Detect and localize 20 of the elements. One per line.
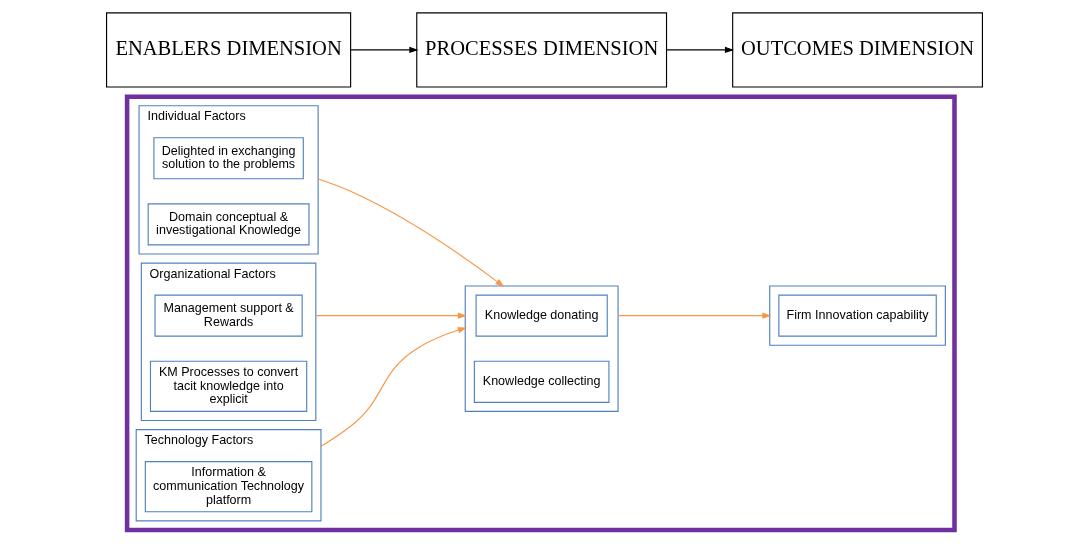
node-box: Firm Innovation capability bbox=[777, 294, 937, 337]
node-box: OUTCOMES DIMENSION bbox=[731, 12, 983, 88]
cluster bbox=[768, 285, 946, 346]
node-box: Knowledge donating bbox=[475, 294, 608, 337]
node-box: Knowledge collecting bbox=[473, 360, 609, 403]
node-box: ENABLERS DIMENSION bbox=[105, 12, 351, 88]
arrow bbox=[314, 312, 467, 319]
node-box: Domain conceptual & investigational Knowledge bbox=[147, 203, 310, 246]
node-box: KM Processes to convert tacit knowledge into explicit bbox=[149, 360, 307, 412]
node-box: PROCESSES DIMENSION bbox=[415, 12, 667, 88]
cluster bbox=[464, 285, 619, 412]
node-box: Delighted in exchanging solution to the problems bbox=[152, 137, 304, 180]
arrow bbox=[349, 46, 418, 54]
arrow bbox=[665, 46, 734, 54]
arrow bbox=[319, 327, 467, 447]
arrow bbox=[617, 312, 771, 319]
arrow bbox=[317, 178, 504, 287]
cluster bbox=[124, 94, 957, 533]
node-box: Information & communication Technology platform bbox=[144, 461, 312, 513]
node-box: Management support & Rewards bbox=[153, 294, 303, 337]
